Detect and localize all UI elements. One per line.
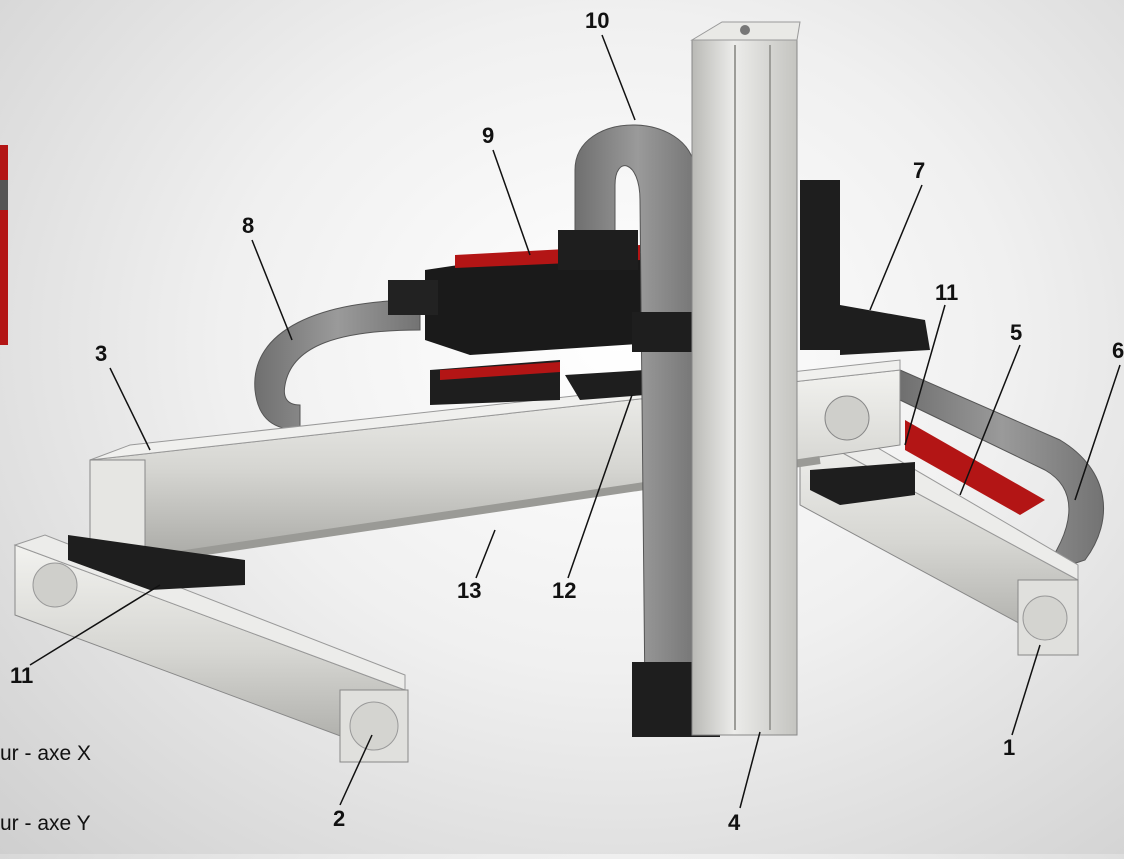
left-edge-red-part [0, 145, 8, 345]
cable-chain-8 [254, 299, 421, 431]
legend-x-axis: ur - axe X [0, 742, 92, 765]
callout-5: 5 [1010, 320, 1023, 345]
chain-mount [558, 230, 638, 270]
carriages [68, 305, 930, 590]
callout-12: 12 [552, 578, 577, 603]
callout-3: 3 [95, 341, 108, 366]
callout-13: 13 [457, 578, 482, 603]
callout-11-right: 11 [935, 280, 959, 305]
z-axis-column [690, 21, 801, 736]
callout-1: 1 [1003, 735, 1016, 760]
callout-2: 2 [333, 806, 346, 831]
z-carriage [388, 180, 840, 405]
callout-11-left: 11 [10, 663, 34, 688]
leader-lines [29, 34, 1121, 809]
callout-7: 7 [913, 158, 926, 183]
callout-8: 8 [242, 213, 255, 238]
callout-10: 10 [585, 8, 610, 33]
callout-9: 9 [482, 123, 495, 148]
callout-4: 4 [728, 810, 741, 835]
callout-6: 6 [1112, 338, 1124, 363]
belt-5 [905, 420, 1045, 515]
legend-y-axis: ur - axe Y [0, 812, 91, 835]
